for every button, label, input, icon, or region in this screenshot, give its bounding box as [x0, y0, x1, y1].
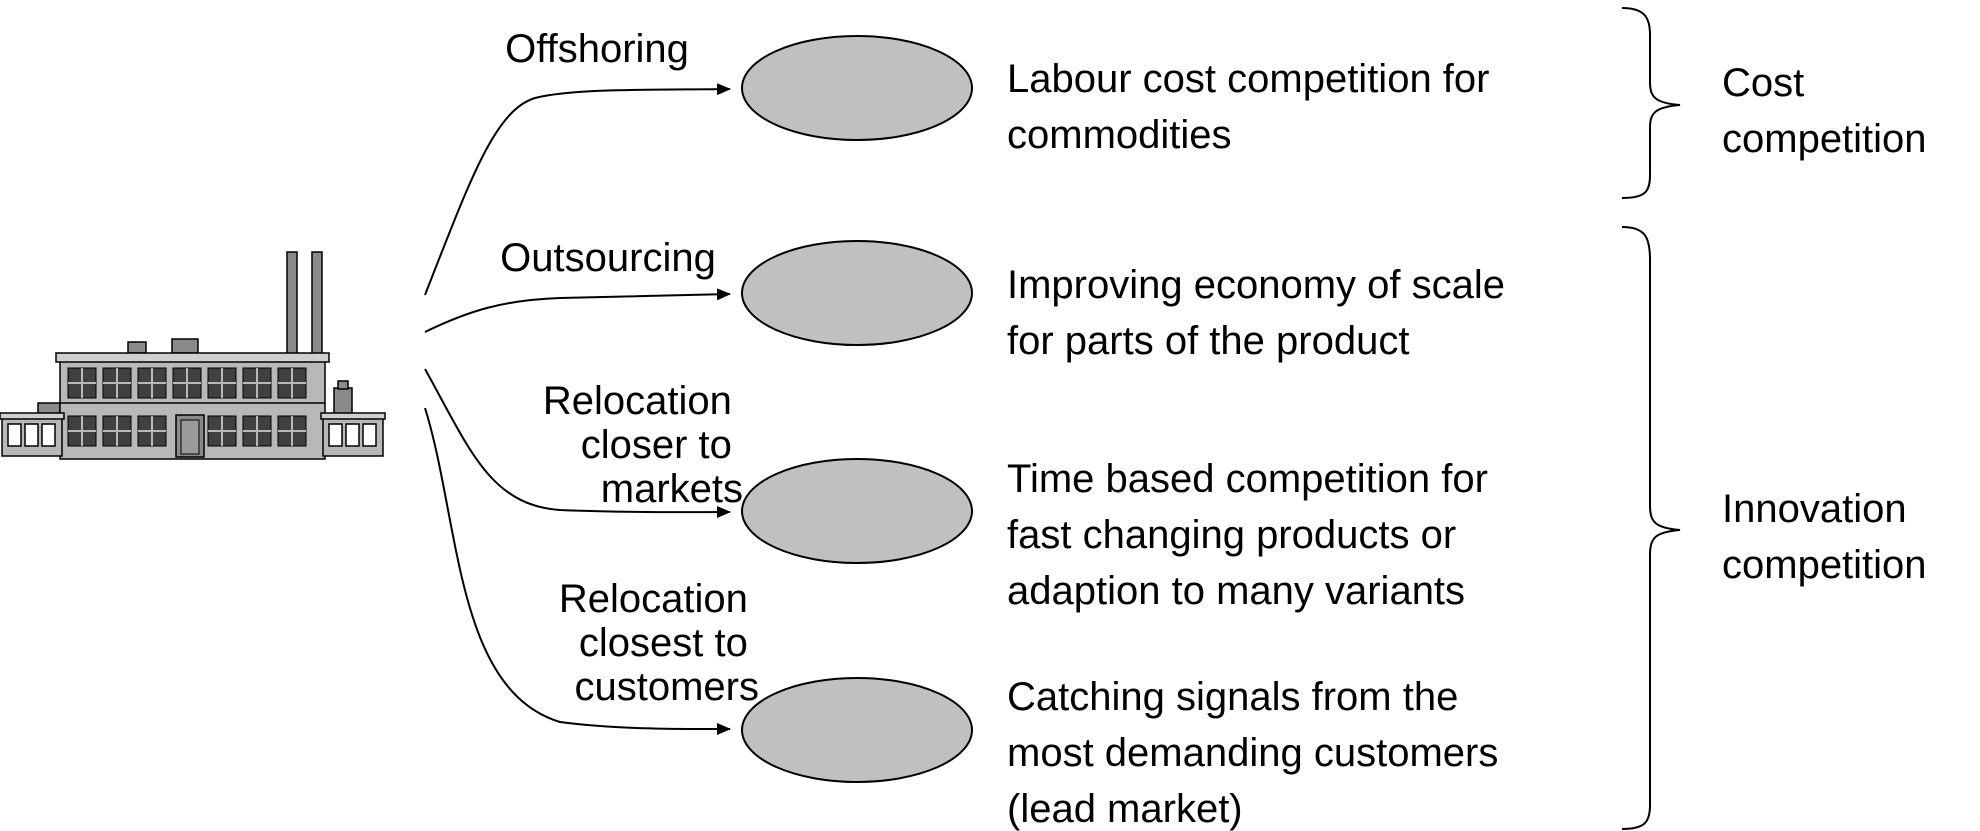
outcome-ellipse-2: [741, 240, 973, 346]
strategy-label-relocation-markets: Relocation closer to markets: [543, 379, 743, 511]
group-label-innovation: Innovation competition: [1722, 487, 1927, 587]
brace-innovation: [1621, 226, 1681, 830]
group-label-cost: Cost competition: [1722, 61, 1927, 161]
flow-arrow-relocation-markets: [424, 368, 731, 519]
description-text-2: Improving economy of scale for parts of …: [1007, 263, 1516, 363]
brace-cost: [1621, 7, 1681, 199]
flow-arrow-outsourcing: [424, 288, 731, 333]
description-text-1: Labour cost competition for commodities: [1007, 57, 1501, 157]
flow-arrow-offshoring: [424, 83, 731, 296]
flow-arrow-relocation-customers: [424, 407, 731, 736]
description-text-4: Catching signals from the most demanding…: [1007, 675, 1509, 831]
strategy-label-offshoring: Offshoring: [505, 27, 689, 71]
outcome-ellipse-1: [741, 35, 973, 141]
factory-icon: [0, 251, 386, 460]
strategy-label-relocation-customers: Relocation closest to customers: [559, 577, 759, 709]
outcome-ellipse-3: [741, 458, 973, 564]
strategy-label-outsourcing: Outsourcing: [500, 236, 716, 280]
outcome-ellipse-4: [741, 677, 973, 783]
description-text-3: Time based competition for fast changing…: [1007, 457, 1499, 613]
